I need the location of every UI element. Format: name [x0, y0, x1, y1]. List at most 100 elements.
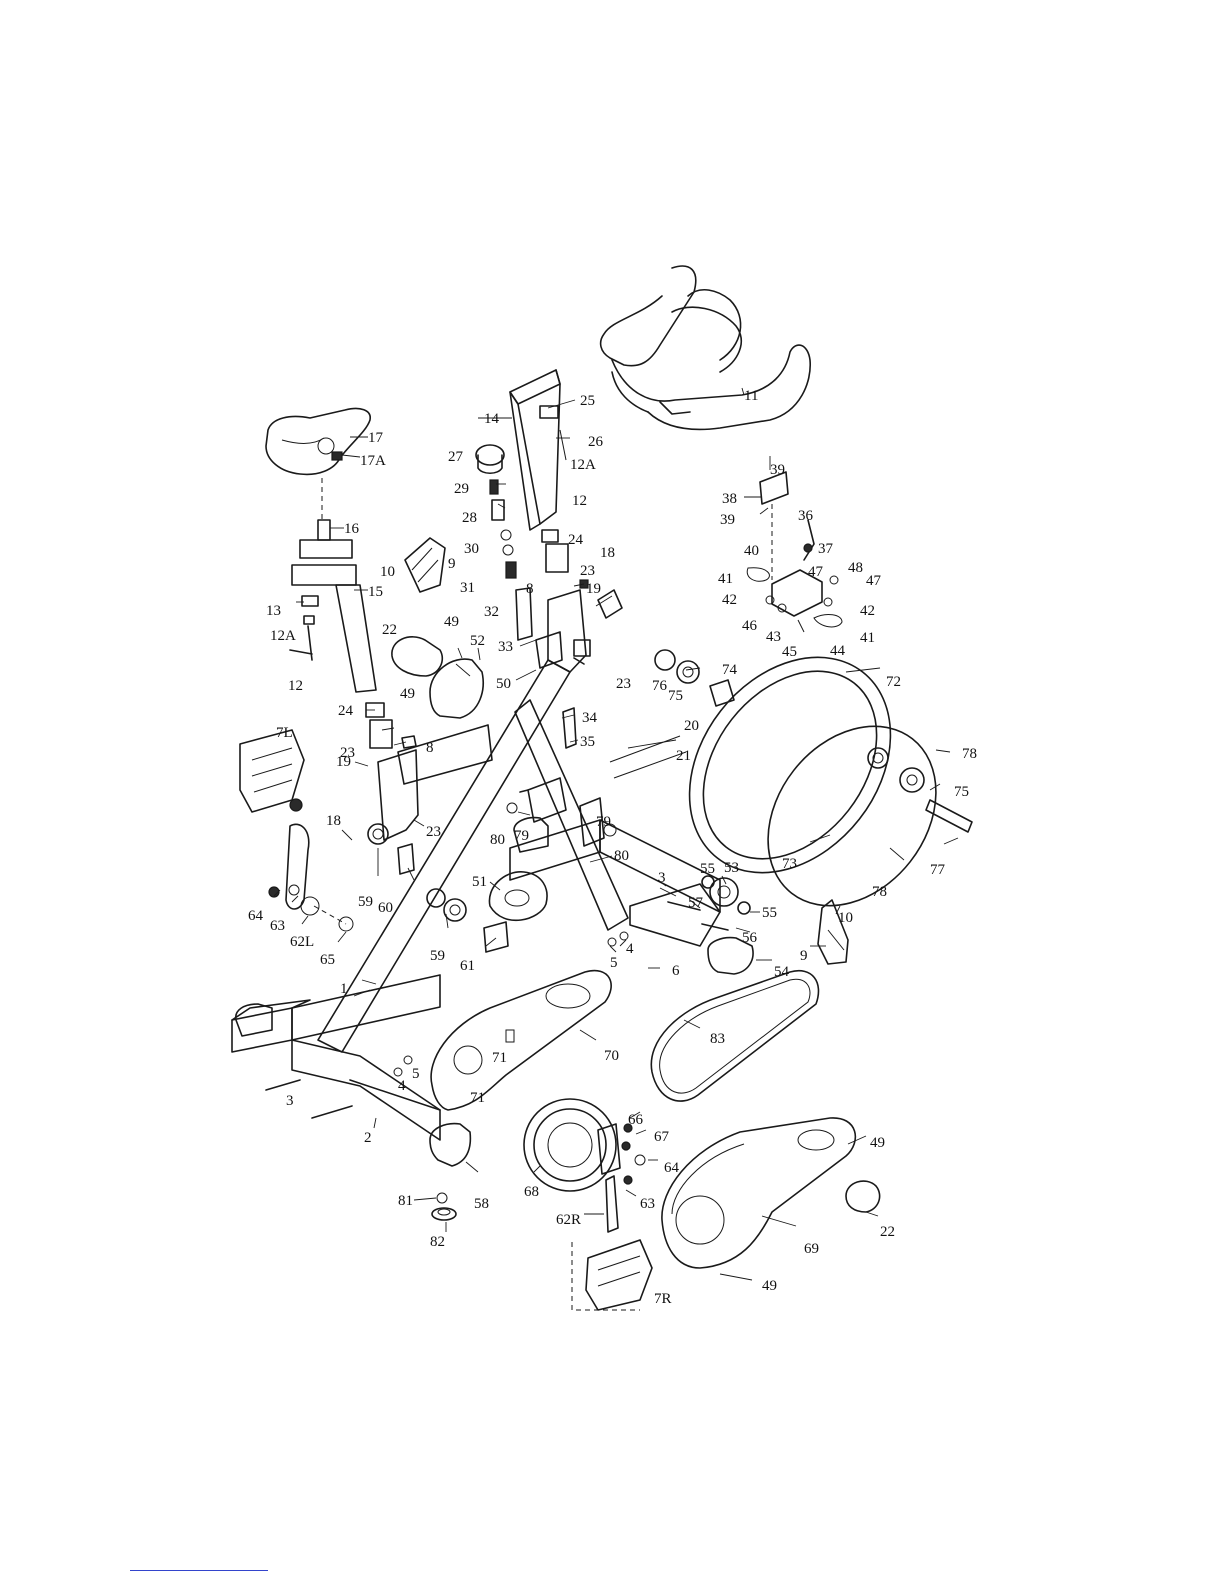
label-17a: 17A	[360, 453, 386, 469]
chain-guard-70	[430, 969, 612, 1111]
leader-lines	[273, 387, 959, 1281]
label-25: 25	[580, 393, 595, 409]
label-49: 49	[870, 1135, 885, 1151]
label-62l: 62L	[290, 934, 314, 950]
label-19: 19	[336, 754, 351, 770]
label-39: 39	[720, 512, 735, 528]
label-60: 60	[378, 900, 393, 916]
label-61: 61	[460, 958, 475, 974]
label-23: 23	[426, 824, 441, 840]
label-31: 31	[460, 580, 475, 596]
label-22: 22	[880, 1224, 895, 1240]
label-32: 32	[484, 604, 499, 620]
label-39: 39	[770, 462, 785, 478]
label-76: 76	[652, 678, 668, 694]
rear-foot-cap	[513, 816, 549, 853]
label-51: 51	[472, 874, 487, 890]
label-5: 5	[412, 1066, 420, 1082]
knob-assembly	[475, 444, 533, 641]
main-frame	[231, 589, 721, 1141]
label-29: 29	[454, 481, 469, 497]
label-42: 42	[860, 603, 875, 619]
label-17: 17	[368, 430, 384, 446]
footer-rule	[130, 1570, 268, 1571]
label-9: 9	[800, 948, 808, 964]
left-pedal	[239, 729, 305, 813]
right-pedal	[585, 1239, 653, 1311]
label-28: 28	[462, 510, 477, 526]
label-4: 4	[398, 1078, 406, 1094]
label-36: 36	[798, 508, 814, 524]
label-21: 21	[676, 748, 691, 764]
label-70: 70	[604, 1048, 619, 1064]
label-13: 13	[266, 603, 281, 619]
seat	[265, 407, 371, 476]
seat-post	[291, 519, 377, 693]
label-12: 12	[288, 678, 303, 694]
label-55: 55	[762, 905, 777, 921]
leveler-foot	[431, 1192, 457, 1221]
label-24: 24	[568, 532, 584, 548]
label-54: 54	[774, 964, 790, 980]
label-23: 23	[340, 745, 355, 761]
label-12a: 12A	[570, 457, 596, 473]
label-64: 64	[664, 1160, 680, 1176]
label-42: 42	[722, 592, 737, 608]
label-47: 47	[866, 573, 882, 589]
label-58: 58	[474, 1196, 489, 1212]
label-68: 68	[524, 1184, 539, 1200]
label-49: 49	[762, 1278, 777, 1294]
axle-parts	[654, 649, 973, 833]
label-22: 22	[382, 622, 397, 638]
label-6: 6	[672, 963, 680, 979]
label-62r: 62R	[556, 1212, 581, 1228]
label-43: 43	[766, 629, 781, 645]
label-82: 82	[430, 1234, 445, 1250]
label-10: 10	[838, 910, 853, 926]
label-71: 71	[492, 1050, 507, 1066]
label-38: 38	[722, 491, 737, 507]
label-78: 78	[962, 746, 977, 762]
label-80: 80	[614, 848, 629, 864]
label-48: 48	[848, 560, 863, 576]
label-7r: 7R	[654, 1291, 672, 1307]
label-35: 35	[580, 734, 595, 750]
label-12: 12	[572, 493, 587, 509]
flywheel	[688, 656, 892, 874]
label-27: 27	[448, 449, 464, 465]
label-63: 63	[270, 918, 285, 934]
label-63: 63	[640, 1196, 655, 1212]
right-crank-arm	[605, 1123, 646, 1233]
bottle-cage-right	[817, 899, 849, 965]
label-7l: 7L	[276, 725, 293, 741]
cover-assembly	[391, 636, 484, 719]
label-11: 11	[744, 388, 758, 404]
label-2: 2	[364, 1130, 372, 1146]
label-18: 18	[600, 545, 615, 561]
cover-cap-22	[845, 1180, 881, 1213]
chain-guard-69	[661, 1117, 856, 1269]
label-12a: 12A	[270, 628, 296, 644]
label-26: 26	[588, 434, 604, 450]
foot-cap-58	[429, 1122, 472, 1167]
label-34: 34	[582, 710, 598, 726]
label-80: 80	[490, 832, 505, 848]
flywheel-disc	[767, 725, 937, 907]
label-15: 15	[368, 584, 383, 600]
label-71: 71	[470, 1090, 485, 1106]
drive-pulley	[523, 1098, 621, 1192]
label-49: 49	[444, 614, 459, 630]
label-64: 64	[248, 908, 264, 924]
label-41: 41	[718, 571, 733, 587]
label-33: 33	[498, 639, 513, 655]
label-77: 77	[930, 862, 946, 878]
label-37: 37	[818, 541, 834, 557]
label-3: 3	[658, 870, 666, 886]
label-46: 46	[742, 618, 758, 634]
label-83: 83	[710, 1031, 725, 1047]
label-8: 8	[426, 740, 434, 756]
label-30: 30	[464, 541, 479, 557]
label-23: 23	[580, 563, 595, 579]
label-67: 67	[654, 1129, 670, 1145]
